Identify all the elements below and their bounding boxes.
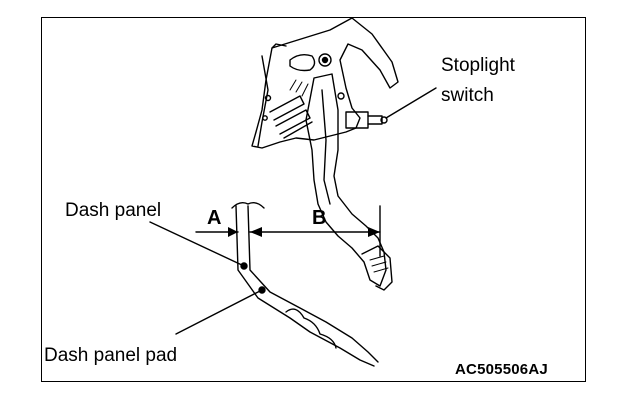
stoplight-switch-body [345, 111, 369, 129]
pedal-bracket [251, 17, 399, 149]
stoplight-switch-plunger [367, 115, 383, 125]
dash-panel-pad [247, 205, 379, 363]
bracket-hole-3 [262, 115, 268, 121]
dimension-b-label: B [312, 207, 327, 229]
pivot-bolt-inner [321, 56, 329, 64]
pedal-pad-ribs [369, 255, 389, 273]
stoplight-switch-label-line2: switch [441, 85, 494, 106]
bracket-window [289, 53, 316, 72]
pad-undulation [285, 308, 337, 349]
dash-panel-top [231, 201, 265, 209]
dim-a-arrowhead [228, 227, 238, 237]
bracket-flange [271, 43, 287, 49]
stoplight-switch-leader [385, 87, 437, 119]
dim-b-right-arrowhead [368, 227, 380, 237]
bracket-inner-edge [257, 55, 269, 147]
dash-panel-pad-label: Dash panel pad [44, 345, 178, 366]
pedal-arm [305, 73, 387, 287]
return-spring [269, 95, 313, 139]
dash-panel [235, 205, 375, 367]
dash-panel-label: Dash panel [65, 200, 162, 221]
bracket-hole [337, 92, 345, 100]
dash-panel-pad-dot [258, 286, 266, 294]
hatching [289, 79, 309, 97]
dash-panel-pad-leader [175, 289, 263, 335]
stoplight-switch-connector [380, 116, 388, 124]
pedal-pad [361, 245, 393, 291]
pivot-bolt [318, 53, 332, 67]
figure-id: AC505506AJ [455, 361, 548, 378]
bracket-hole-2 [264, 94, 272, 102]
dim-b-left-arrowhead [250, 227, 262, 237]
dash-panel-dot [240, 262, 248, 270]
pedal-arm-edge [321, 89, 331, 205]
dimension-a-label: A [207, 207, 222, 229]
stoplight-switch-label-line1: Stoplight [441, 55, 515, 76]
dash-panel-leader [149, 221, 245, 267]
